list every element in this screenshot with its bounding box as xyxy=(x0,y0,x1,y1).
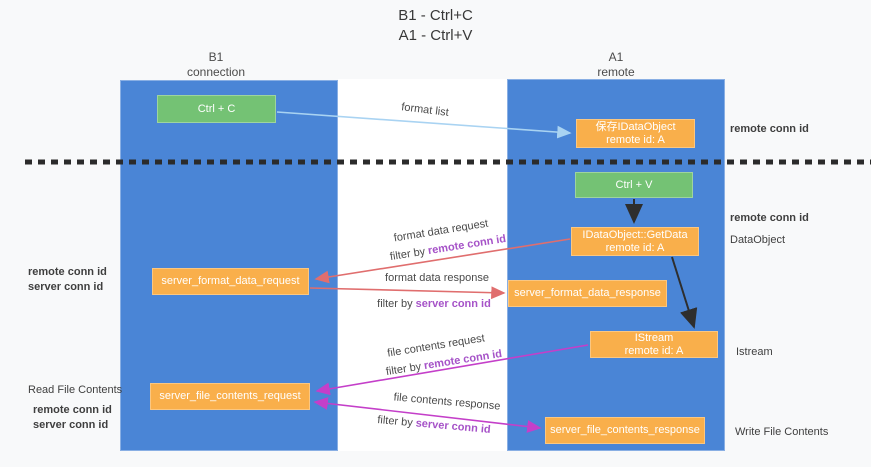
label-write-file-contents: Write File Contents xyxy=(735,426,829,438)
lane-a1-name: A1 xyxy=(608,50,624,64)
node-ctrl-c-label: Ctrl + C xyxy=(197,102,236,115)
label-remote-conn-id-left-2: remote conn id xyxy=(33,404,112,416)
title-line-2: A1 - Ctrl+V xyxy=(398,27,473,44)
node-save-idataobject-line2: remote id: A xyxy=(606,133,665,146)
diagram-title: B1 - Ctrl+C A1 - Ctrl+V xyxy=(0,6,871,46)
node-istream-line2: remote id: A xyxy=(624,344,684,357)
node-getdata-line2: remote id: A xyxy=(605,241,665,254)
node-save-idataobject: 保存IDataObject remote id: A xyxy=(576,119,695,148)
filter-highlight-server: server conn id xyxy=(415,298,491,310)
node-server-format-data-request: server_format_data_request xyxy=(152,268,309,295)
label-server-conn-id-left-2: server conn id xyxy=(33,419,109,431)
label-dataobject: DataObject xyxy=(730,234,786,246)
lane-b1-name: B1 xyxy=(208,50,224,64)
node-ctrl-v: Ctrl + V xyxy=(575,172,693,198)
node-file-request-label: server_file_contents_request xyxy=(159,390,301,402)
node-save-idataobject-line1: 保存IDataObject xyxy=(595,120,676,133)
lane-header-b1: B1 connection xyxy=(187,50,245,80)
lane-b1-subtitle: connection xyxy=(186,65,246,79)
node-ctrl-v-label: Ctrl + V xyxy=(615,178,653,191)
node-getdata-line1: IDataObject::GetData xyxy=(582,228,688,241)
node-format-response-label: server_format_data_response xyxy=(514,287,661,299)
label-remote-conn-id-right-1: remote conn id xyxy=(730,123,809,135)
node-server-file-contents-request: server_file_contents_request xyxy=(150,383,310,410)
node-ctrl-c: Ctrl + C xyxy=(157,95,276,123)
label-remote-conn-id-left-1: remote conn id xyxy=(28,266,107,278)
filter-prefix: filter by xyxy=(377,298,413,310)
lane-a1-subtitle: remote xyxy=(597,65,635,79)
title-line-1: B1 - Ctrl+C xyxy=(398,7,473,24)
label-remote-conn-id-right-2: remote conn id xyxy=(730,212,809,224)
annotation-format-data-response: format data response xyxy=(385,272,489,284)
node-istream: IStream remote id: A xyxy=(590,331,718,358)
node-file-response-label: server_file_contents_response xyxy=(550,424,700,436)
lane-header-a1: A1 remote xyxy=(597,50,634,80)
label-read-file-contents: Read File Contents xyxy=(28,384,123,396)
node-server-file-contents-response: server_file_contents_response xyxy=(545,417,705,444)
label-istream: Istream xyxy=(736,346,773,358)
node-idataobject-getdata: IDataObject::GetData remote id: A xyxy=(571,227,699,256)
label-server-conn-id-left-1: server conn id xyxy=(28,281,104,293)
node-istream-line1: IStream xyxy=(634,331,674,344)
node-server-format-data-response: server_format_data_response xyxy=(508,280,667,307)
node-format-request-label: server_format_data_request xyxy=(161,275,300,287)
